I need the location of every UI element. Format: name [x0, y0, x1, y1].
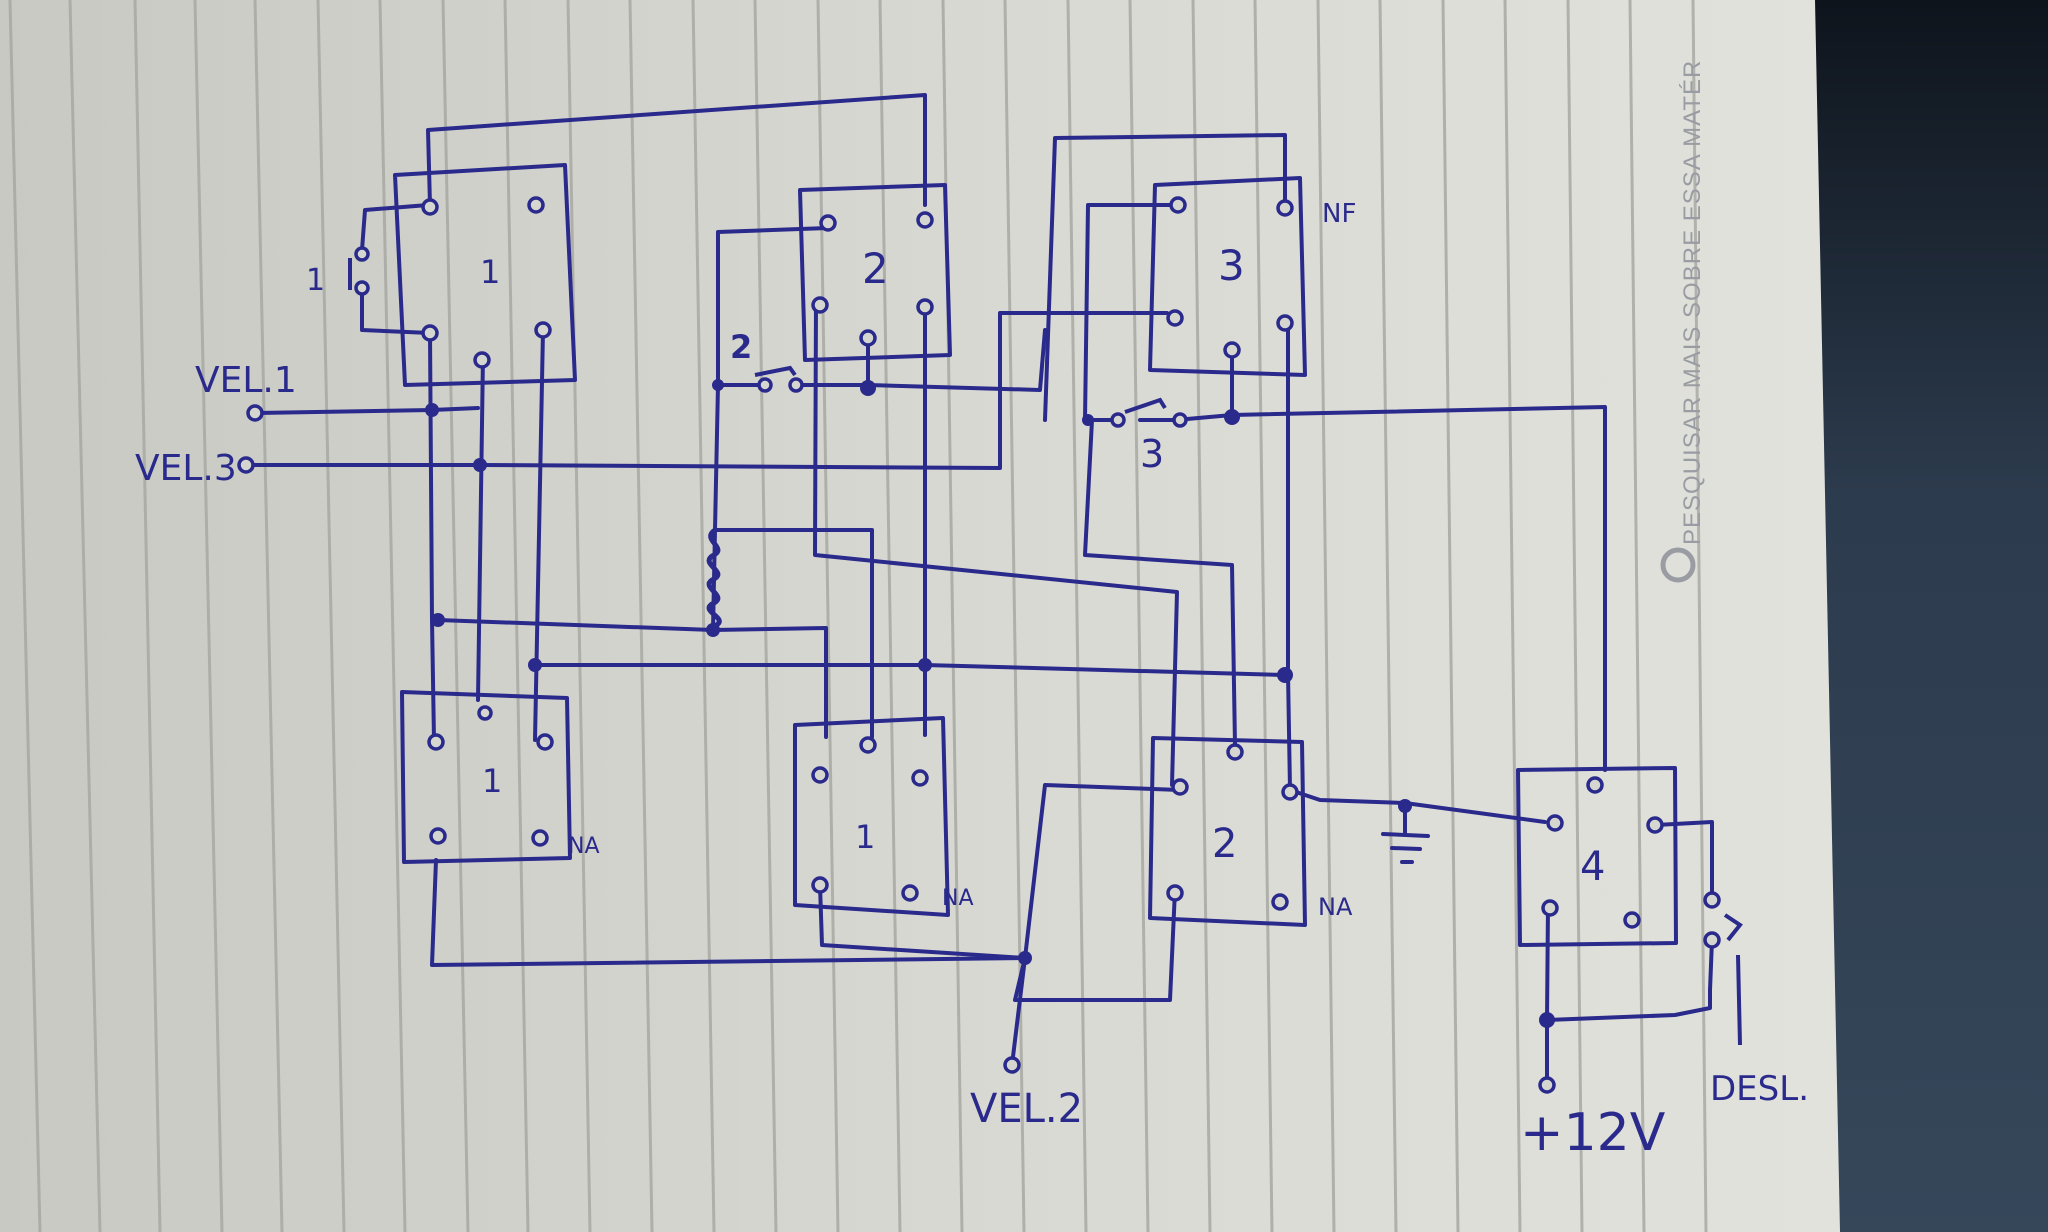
relay-bottom-1-number: 1	[482, 762, 502, 800]
relay-bottom-1-box	[400, 690, 572, 864]
terminals	[237, 196, 1721, 1094]
relay-top-1-number: 1	[480, 253, 500, 291]
watermark: PESQUISAR MAIS SOBRE ESSA MATÉR	[1679, 60, 1706, 545]
pushbutton-desl	[1723, 913, 1743, 1046]
desl-label: DESL.	[1710, 1069, 1809, 1109]
wires	[246, 93, 1714, 1087]
relay-bottom-2-box	[1148, 736, 1307, 927]
nf-label: NF	[1322, 199, 1356, 229]
na-label-1: NA	[568, 834, 600, 859]
na-label-2: NA	[942, 886, 974, 911]
relay-4-box	[1516, 766, 1678, 947]
relay-top-2-box	[798, 183, 952, 362]
ground-icon	[1381, 832, 1430, 864]
relay-bottom-mid-1-box	[793, 716, 950, 917]
relay-top-3-box	[1148, 176, 1307, 377]
vel1-label: VEL.1	[195, 360, 297, 401]
na-label-3: NA	[1318, 893, 1353, 921]
vel3-label: VEL.3	[135, 448, 237, 489]
paper-sheet	[0, 0, 1840, 1232]
labels: VEL.1 VEL.3 VEL.2 +12V DESL. NF NA NA NA…	[135, 199, 1809, 1163]
relay-bottom-mid-1-number: 1	[855, 818, 875, 856]
plus12v-label: +12V	[1520, 1103, 1666, 1163]
watermark-text: PESQUISAR MAIS SOBRE ESSA MATÉR	[1679, 60, 1706, 545]
button-3-label: 3	[1140, 432, 1164, 476]
coil-icon	[706, 527, 722, 629]
relay-4-number: 4	[1580, 844, 1605, 890]
relay-boxes	[393, 163, 1678, 947]
button-1-label: 1	[306, 263, 325, 298]
watermark-icon	[1660, 547, 1696, 583]
junctions	[425, 379, 1555, 1028]
relay-top-3-number: 3	[1218, 241, 1245, 290]
relay-top-2-number: 2	[862, 244, 889, 293]
pushbutton-3	[1124, 397, 1167, 414]
relay-bottom-2-number: 2	[1212, 821, 1237, 867]
button-2-label: 2	[730, 328, 752, 366]
pushbutton-2	[754, 365, 797, 377]
relay-top-1-box	[393, 163, 577, 387]
vel2-label: VEL.2	[970, 1086, 1083, 1132]
